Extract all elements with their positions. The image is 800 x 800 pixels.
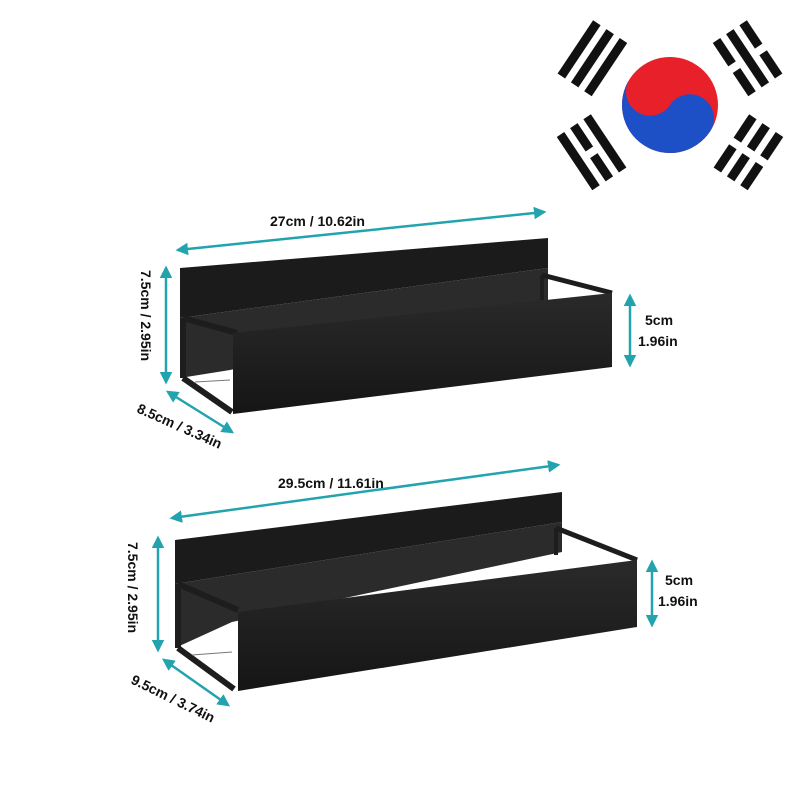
- korean-flag-icon: [556, 20, 784, 191]
- front-in-large: 1.96in: [658, 593, 698, 609]
- width-arrow-small: [175, 206, 547, 256]
- front-cm-small: 5cm: [645, 312, 673, 328]
- front-in-small: 1.96in: [638, 333, 678, 349]
- shelf-small: [180, 238, 613, 415]
- depth-arrow-small: [165, 390, 235, 434]
- front-cm-large: 5cm: [665, 572, 693, 588]
- height-label-large: 7.5cm / 2.95in: [125, 542, 141, 633]
- depth-arrow-large: [161, 658, 231, 707]
- width-arrow-large: [169, 460, 561, 523]
- shelf-large: [175, 492, 638, 692]
- width-label-small: 27cm / 10.62in: [270, 213, 365, 229]
- height-label-small: 7.5cm / 2.95in: [138, 270, 154, 361]
- depth-label-small: 8.5cm / 3.34in: [135, 400, 225, 452]
- depth-label-large: 9.5cm / 3.74in: [129, 671, 218, 725]
- width-label-large: 29.5cm / 11.61in: [278, 475, 384, 491]
